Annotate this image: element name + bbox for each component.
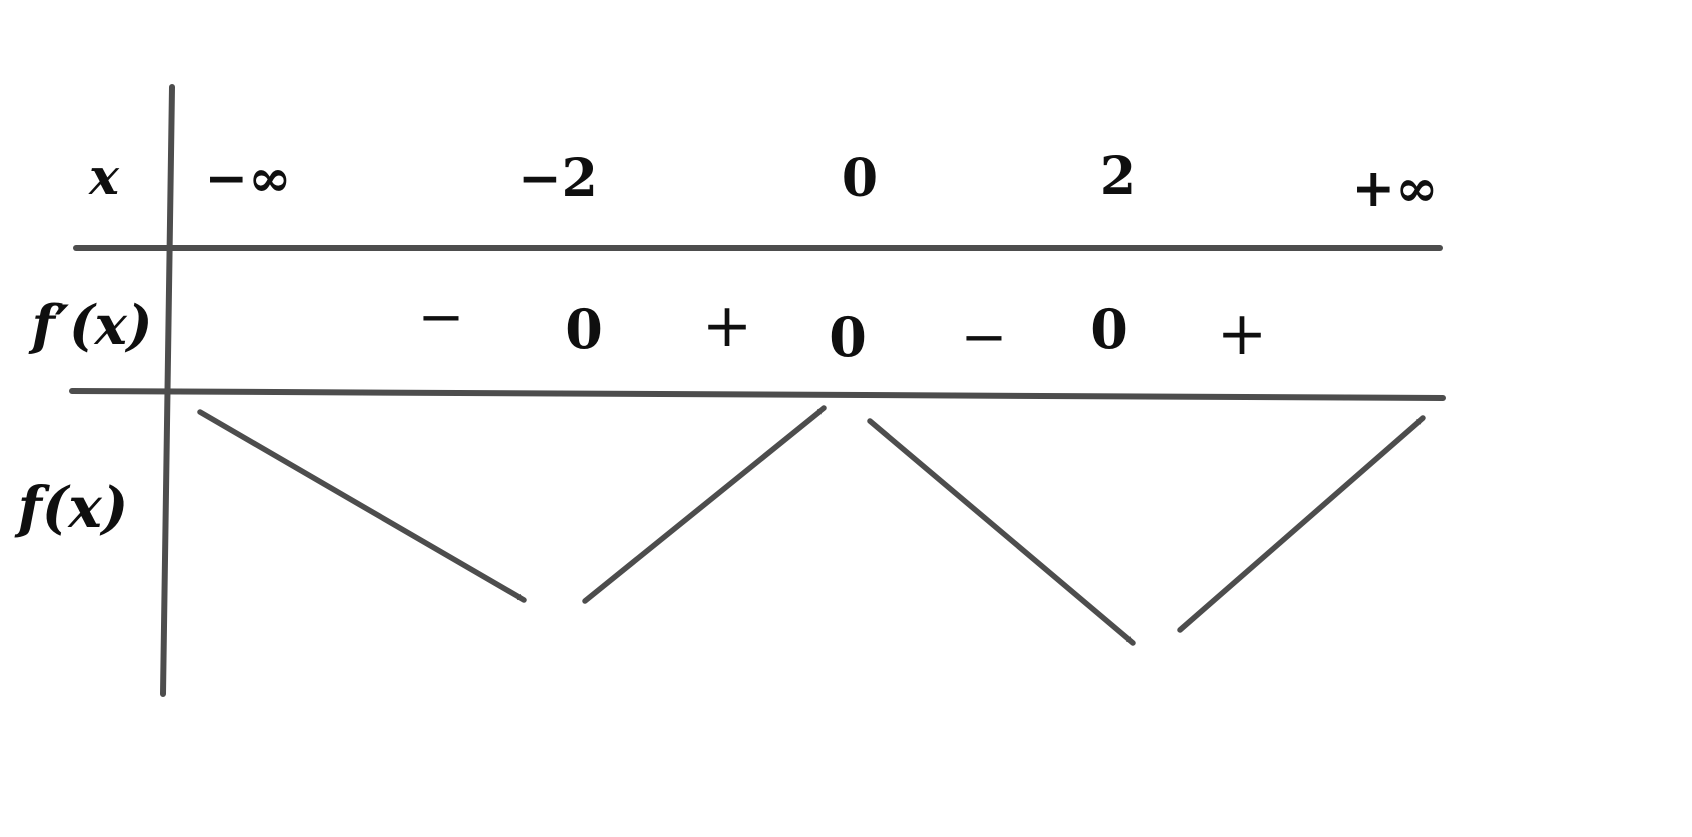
- derivative-zero-3: 0: [1090, 297, 1128, 361]
- derivative-sign-4: +: [1217, 299, 1267, 369]
- arrow-increasing-1: [582, 405, 827, 604]
- arrow-decreasing-1: [197, 409, 527, 603]
- derivative-sign-3: −: [961, 305, 1008, 370]
- derivative-zero-2: 0: [829, 305, 867, 369]
- x-value-two: 2: [1100, 146, 1136, 207]
- derivative-sign-1: −: [418, 285, 465, 350]
- x-value-neg-two: −2: [518, 148, 598, 209]
- arrow-increasing-2: [1177, 415, 1426, 633]
- arrow-decreasing-2: [867, 418, 1136, 646]
- x-value-zero: 0: [842, 148, 878, 209]
- derivative-sign-2: +: [702, 291, 752, 361]
- row-label-derivative: f′(x): [28, 293, 153, 357]
- row-label-x: x: [88, 147, 120, 206]
- derivative-zero-1: 0: [565, 297, 603, 361]
- x-value-neg-infinity: −∞: [205, 148, 292, 209]
- derivative-divider: [69, 388, 1446, 401]
- row-label-function: f(x): [14, 475, 128, 541]
- x-value-pos-infinity: +∞: [1352, 158, 1439, 219]
